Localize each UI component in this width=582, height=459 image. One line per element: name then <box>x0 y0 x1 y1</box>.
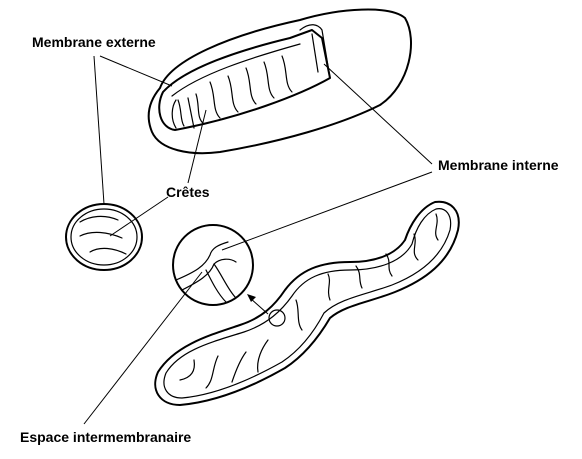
leader-outer-membrane-circle <box>93 55 105 205</box>
label-outer-membrane: Membrane externe <box>32 34 156 50</box>
label-inner-membrane: Membrane interne <box>438 157 559 173</box>
cross-section-circle <box>65 203 143 271</box>
label-intermembrane-space: Espace intermembranaire <box>20 429 191 445</box>
leader-inner-membrane-bottom <box>221 171 433 251</box>
magnified-detail-circle <box>172 224 254 306</box>
mitochondrion-longitudinal <box>154 200 460 406</box>
magnify-arrow <box>247 294 269 315</box>
leader-outer-membrane-top <box>99 55 173 87</box>
leader-intermembrane-space <box>83 271 203 425</box>
leader-cristae-top <box>187 109 207 184</box>
mitochondrion-3d-cutaway <box>147 8 412 155</box>
label-cristae: Crêtes <box>166 184 210 200</box>
leader-inner-membrane-top <box>323 63 433 165</box>
leader-cristae-circle <box>109 196 169 237</box>
leader-lines <box>83 55 433 425</box>
